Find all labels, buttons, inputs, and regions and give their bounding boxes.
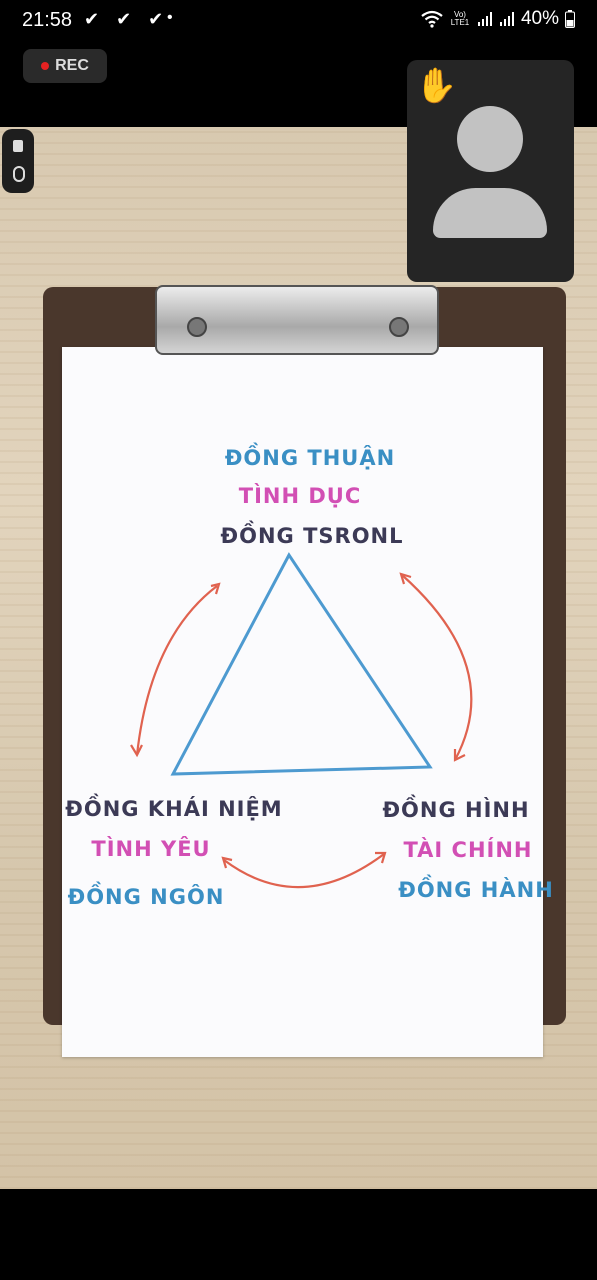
- clip-screw-right: [389, 317, 409, 337]
- clock: 21:58: [22, 9, 73, 31]
- arrow-right-head-top: [399, 572, 412, 585]
- wifi-icon: [421, 10, 443, 28]
- paper-sheet: [62, 347, 543, 1057]
- self-view-tile[interactable]: ✋: [407, 60, 574, 282]
- arrow-bottom-head-right: [375, 851, 387, 864]
- left-label-1: ĐỒNG KHÁI NIỆM: [65, 793, 282, 821]
- recording-indicator[interactable]: REC: [23, 49, 107, 83]
- more-notifications-dot: •: [167, 9, 173, 26]
- arrow-right: [401, 574, 473, 761]
- whiteboard-drawing: ĐỒNG THUẬN TÌNH DỤC ĐỒNG TSRONL ĐỒNG KHÁ…: [65, 442, 554, 909]
- arrow-left-head-top: [210, 582, 221, 595]
- arrow-bottom: [223, 853, 385, 889]
- arrow-bottom-head-left: [221, 856, 233, 869]
- right-label-3: ĐỒNG HÀNH: [398, 874, 554, 902]
- system-icons: Vo) LTE1 40%: [421, 8, 575, 30]
- arrow-left: [135, 585, 218, 756]
- clip-screw-left: [187, 317, 207, 337]
- clipboard-clip: [155, 285, 439, 355]
- signal-icon-2: [499, 11, 515, 27]
- battery-percent: 40%: [520, 8, 559, 29]
- status-bar: 21:58 ✔ ✔ ✔ • Vo) LTE1 40%: [0, 0, 597, 44]
- right-label-1: ĐỒNG HÌNH: [382, 794, 529, 822]
- top-label-1: ĐỒNG THUẬN: [225, 442, 395, 470]
- top-label-2: TÌNH DỤC: [239, 483, 362, 508]
- top-label-3: ĐỒNG TSRONL: [221, 520, 404, 548]
- avatar-body: [433, 188, 547, 238]
- triangle-shape: [170, 552, 433, 776]
- arrow-left-head-bottom: [130, 744, 143, 758]
- arrow-right-head-bottom: [453, 749, 466, 762]
- shared-video: ĐỒNG THUẬN TÌNH DỤC ĐỒNG TSRONL ĐỒNG KHÁ…: [0, 127, 597, 1189]
- left-label-2: TÌNH YÊU: [91, 836, 210, 861]
- rec-dot-icon: [41, 62, 50, 70]
- switch-camera-icon: [13, 166, 25, 182]
- camera-icon: [13, 140, 23, 152]
- avatar-icon: [457, 106, 523, 172]
- signal-icon: [477, 11, 493, 27]
- rec-label: REC: [55, 57, 89, 74]
- notification-icons: ✔ ✔ ✔: [84, 9, 170, 29]
- raised-hand-icon: ✋: [415, 67, 458, 105]
- camera-control[interactable]: [2, 129, 34, 193]
- battery-icon: [565, 10, 575, 28]
- left-label-3: ĐỒNG NGÔN: [68, 881, 225, 909]
- right-label-2: TÀI CHÍNH: [403, 837, 532, 862]
- volte-label: Vo) LTE1: [450, 10, 470, 27]
